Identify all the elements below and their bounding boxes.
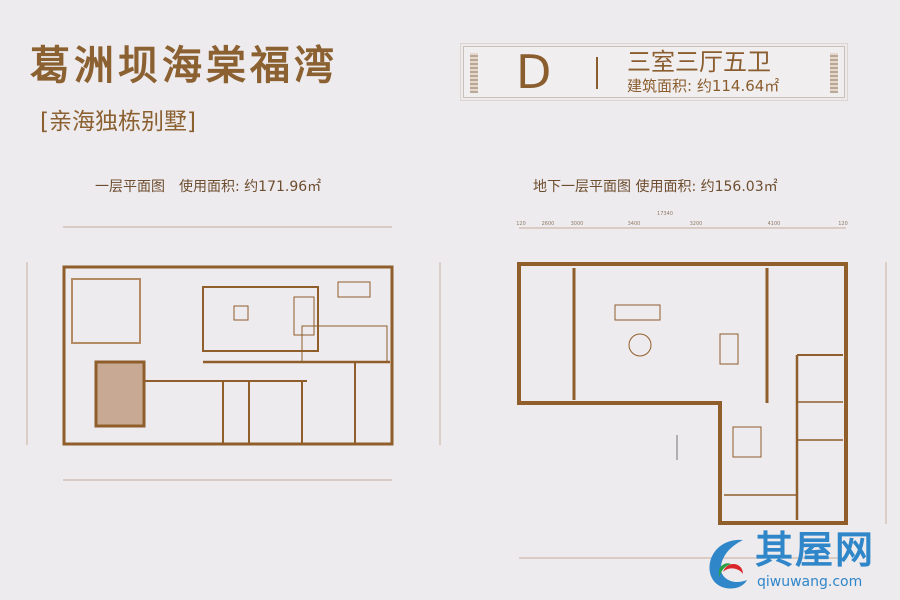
qiwuwang-logo-icon [709, 539, 747, 589]
dimension-label: 4100 [768, 221, 781, 227]
watermark-logo: 其屋网 qiwuwang.com [703, 530, 893, 594]
dimension-total: 17340 [657, 211, 673, 217]
building-area: 建筑面积: 约114.64㎡ [627, 77, 780, 95]
dimension-label: 3000 [571, 221, 584, 227]
unit-type-box: D 三室三厅五卫 建筑面积: 约114.64㎡ [460, 43, 848, 101]
basement-plan [517, 227, 887, 559]
dimension-lines [519, 227, 887, 559]
dimension-label: 120 [838, 221, 848, 227]
dimension-label: 2600 [542, 221, 555, 227]
dimension-label: 3400 [628, 221, 641, 227]
pool [71, 278, 141, 344]
dimension-lines [26, 226, 441, 481]
outer-wall [517, 262, 848, 525]
fret-ornament-icon [470, 53, 478, 93]
living-room [202, 286, 319, 352]
project-title: 葛洲坝海棠福湾 [30, 42, 338, 89]
master-bedroom [94, 360, 146, 428]
ground-floor-caption: 一层平面图 使用面积: 约171.96㎡ [95, 179, 322, 195]
outer-wall [62, 265, 394, 446]
dimension-label: 3200 [690, 221, 703, 227]
unit-letter: D [516, 45, 552, 99]
ground-floor-plan [26, 226, 441, 481]
watermark-name: 其屋网 [755, 528, 876, 572]
basement-caption: 地下一层平面图 使用面积: 约156.03㎡ [533, 179, 778, 195]
watermark-url: qiwuwang.com [757, 574, 863, 590]
project-subtitle: [亲海独栋别墅] [40, 109, 196, 135]
divider [596, 57, 598, 89]
fret-ornament-icon [830, 53, 838, 93]
unit-layout: 三室三厅五卫 [627, 48, 771, 76]
dimension-label: 120 [516, 221, 526, 227]
